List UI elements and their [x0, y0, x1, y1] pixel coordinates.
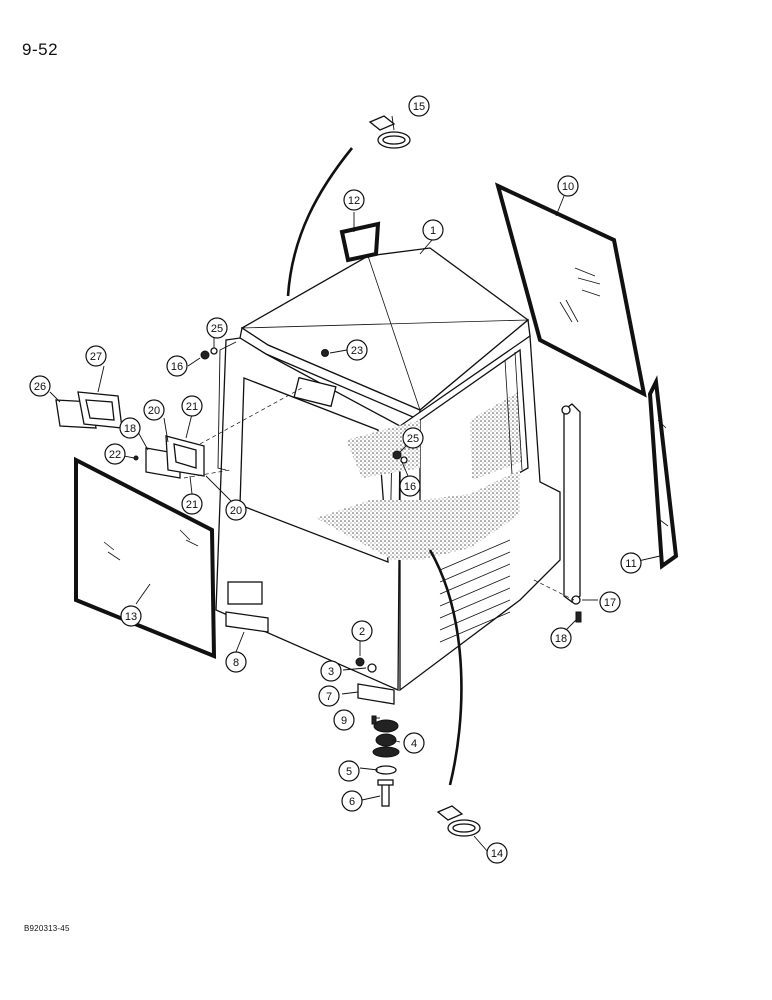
callout-7: 7 [318, 685, 340, 707]
callout-12: 12 [343, 189, 365, 211]
svg-text:26: 26 [34, 381, 46, 393]
callout-21-upper: 21 [181, 395, 203, 417]
callout-19: 18 [119, 417, 141, 439]
svg-text:21: 21 [186, 401, 198, 413]
svg-text:11: 11 [625, 558, 636, 570]
svg-text:10: 10 [562, 181, 574, 193]
svg-text:25: 25 [407, 433, 419, 445]
svg-text:2: 2 [359, 626, 365, 638]
small-upper-glass [339, 221, 381, 263]
svg-text:14: 14 [491, 848, 503, 860]
callout-3: 3 [320, 660, 342, 682]
callout-8: 8 [225, 651, 247, 673]
figure-code: B920313-45 [24, 924, 70, 933]
svg-text:16: 16 [171, 361, 183, 373]
callout-10: 10 [557, 175, 579, 197]
callout-6: 6 [341, 790, 363, 812]
svg-text:22: 22 [109, 449, 121, 461]
wire-harness [286, 147, 463, 786]
svg-text:1: 1 [430, 225, 436, 237]
page-number: 9-52 [22, 40, 59, 59]
callout-14: 14 [486, 842, 508, 864]
svg-text:8: 8 [233, 657, 239, 669]
callout-20-lower: 20 [225, 499, 247, 521]
svg-text:20: 20 [230, 505, 242, 517]
callout-1: 1 [422, 219, 444, 241]
svg-text:16: 16 [404, 481, 416, 493]
callout-16-upper: 16 [166, 355, 188, 377]
svg-text:13: 13 [125, 611, 137, 623]
svg-text:7: 7 [326, 691, 332, 703]
callout-9: 9 [333, 709, 355, 731]
callout-16-lower: 16 [399, 475, 421, 497]
callout-15: 15 [408, 95, 430, 117]
callout-26: 26 [29, 375, 51, 397]
bracket-7-shape [357, 683, 395, 705]
isolator-mount-4-shape [372, 719, 400, 758]
svg-text:23: 23 [351, 345, 363, 357]
svg-text:18: 18 [124, 423, 136, 435]
callout-25-lower: 25 [402, 427, 424, 449]
grommet-15-shape [368, 115, 411, 149]
callout-4: 4 [403, 732, 425, 754]
callout-20-upper: 20 [143, 399, 165, 421]
callout-18: 18 [550, 627, 572, 649]
grommet-14-shape [436, 805, 481, 837]
cab-assembly [215, 247, 561, 692]
svg-text:20: 20 [148, 405, 160, 417]
svg-text:17: 17 [604, 597, 616, 609]
handrail-17-shape [561, 403, 581, 605]
door-glass-panel [74, 456, 217, 659]
gasket-21-shape [165, 435, 205, 477]
callout-13: 13 [120, 605, 142, 627]
callout-27: 27 [85, 345, 107, 367]
callout-11: 11 [620, 552, 642, 574]
svg-text:21: 21 [186, 499, 198, 511]
rear-glass-panel [494, 182, 647, 398]
svg-text:12: 12 [348, 195, 360, 207]
svg-text:4: 4 [411, 738, 417, 750]
callout-21-lower: 21 [181, 493, 203, 515]
callout-22: 22 [104, 443, 126, 465]
svg-text:27: 27 [90, 351, 102, 363]
callout-17: 17 [599, 591, 621, 613]
bracket-8-shape [225, 611, 269, 633]
svg-text:6: 6 [349, 796, 355, 808]
callout-5: 5 [338, 760, 360, 782]
screw-22-shape [133, 455, 139, 461]
svg-text:18: 18 [555, 633, 567, 645]
svg-text:9: 9 [341, 715, 347, 727]
svg-text:25: 25 [211, 323, 223, 335]
callout-25-upper: 25 [206, 317, 228, 339]
side-glass-panel [647, 375, 679, 570]
svg-text:15: 15 [413, 101, 425, 113]
callout-23: 23 [346, 339, 368, 361]
callout-2: 2 [351, 620, 373, 642]
svg-text:5: 5 [346, 766, 352, 778]
svg-text:3: 3 [328, 666, 334, 678]
gasket-27-shape [77, 391, 123, 429]
